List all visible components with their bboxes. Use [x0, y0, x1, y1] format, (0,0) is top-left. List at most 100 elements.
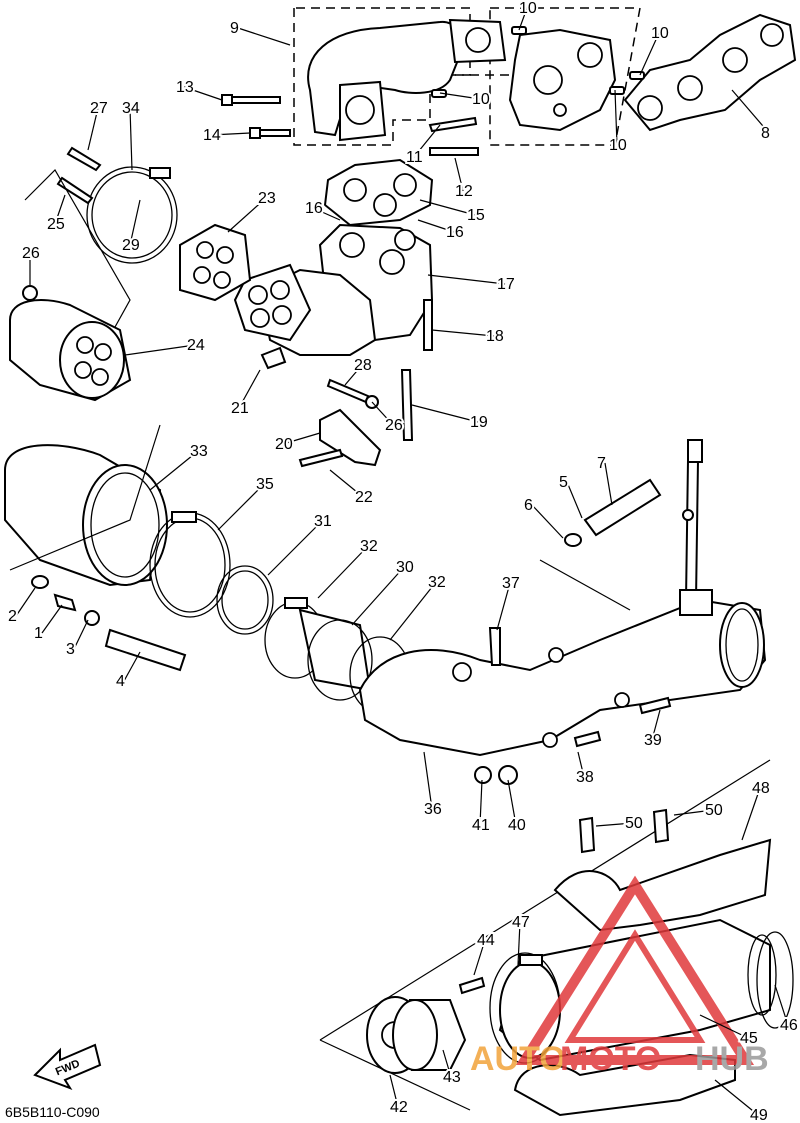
leader-line-c33 — [149, 450, 199, 491]
callout-c39: 39 — [644, 732, 662, 749]
leader-line-c39 — [651, 709, 661, 741]
leader-line-c40 — [507, 779, 517, 826]
sensor-hose — [564, 439, 713, 616]
leader-line-c34 — [129, 107, 133, 171]
leader-line-c13 — [183, 86, 223, 101]
leader-line-c48 — [741, 787, 761, 841]
callout-c5: 5 — [559, 474, 568, 491]
gasket-15 — [323, 158, 434, 227]
leader-line-c10d — [614, 89, 618, 146]
callout-c10b: 10 — [651, 25, 669, 42]
leader-line-c46 — [774, 984, 789, 1026]
callout-c40: 40 — [508, 817, 526, 834]
leader-line-c9 — [237, 27, 291, 46]
callout-c28: 28 — [354, 357, 372, 374]
exhaust-pipe-36 — [358, 559, 767, 757]
leader-line-c16a — [312, 207, 341, 221]
leader-line-c15 — [419, 199, 476, 216]
leader-line-c26b — [371, 401, 394, 426]
leader-line-c23 — [227, 197, 267, 233]
callout-c2: 2 — [8, 608, 17, 625]
callout-c50b: 50 — [705, 802, 723, 819]
leader-line-c10a — [518, 7, 528, 31]
gasket-23 — [179, 223, 252, 302]
bolts-lower — [474, 627, 672, 785]
watermark-moto: MOTO — [560, 1040, 661, 1078]
callout-c36: 36 — [424, 801, 442, 818]
callout-c20: 20 — [275, 436, 293, 453]
callout-c6: 6 — [524, 497, 533, 514]
exhaust-elbow — [233, 263, 377, 356]
callout-c21: 21 — [231, 400, 249, 417]
leader-line-c50a — [595, 822, 634, 827]
leader-line-c49 — [714, 1079, 759, 1116]
bolts-upper — [221, 26, 645, 156]
callout-c35: 35 — [256, 476, 274, 493]
callout-c16b: 16 — [446, 224, 464, 241]
callout-c27: 27 — [90, 100, 108, 117]
leader-line-c21 — [238, 369, 261, 409]
leader-line-c12 — [454, 157, 464, 192]
callout-c31: 31 — [314, 513, 332, 530]
leader-line-c20 — [282, 432, 321, 445]
leader-line-c7 — [604, 462, 613, 506]
leader-line-c31 — [267, 520, 323, 576]
callout-c45: 45 — [740, 1030, 758, 1047]
callout-c13: 13 — [176, 79, 194, 96]
callout-c50a: 50 — [625, 815, 643, 832]
callout-c32a: 32 — [360, 538, 378, 555]
callout-c49: 49 — [750, 1107, 768, 1123]
leader-line-c6 — [531, 504, 564, 539]
callout-c25: 25 — [47, 216, 65, 233]
exhaust-manifold-9 — [307, 18, 507, 142]
leader-line-c32a — [317, 545, 369, 599]
callout-c14: 14 — [203, 127, 221, 144]
callout-c47: 47 — [512, 914, 530, 931]
leader-line-c42 — [389, 1074, 399, 1108]
callout-c8: 8 — [761, 125, 770, 142]
callout-c17: 17 — [497, 276, 515, 293]
clamps-and-hoses — [149, 511, 411, 714]
callout-c48: 48 — [752, 780, 770, 797]
callout-c1: 1 — [34, 625, 43, 642]
callout-c10a: 10 — [519, 0, 537, 17]
callout-c4: 4 — [116, 673, 125, 690]
callout-c37: 37 — [502, 575, 520, 592]
bracket-20 — [260, 299, 433, 468]
leader-line-c3 — [73, 619, 89, 650]
callout-c10c: 10 — [472, 91, 490, 108]
forward-direction-arrow: FWD — [33, 1043, 102, 1090]
leader-line-c8 — [731, 89, 770, 134]
callout-c38: 38 — [576, 769, 594, 786]
leader-line-c41 — [479, 779, 483, 826]
callout-c12: 12 — [455, 183, 473, 200]
callout-c16a: 16 — [305, 200, 323, 217]
leader-line-c36 — [423, 751, 433, 810]
callout-c19: 19 — [470, 414, 488, 431]
leader-line-c29 — [129, 199, 141, 246]
callout-c10d: 10 — [609, 137, 627, 154]
callout-c41: 41 — [472, 817, 490, 834]
callout-c46: 46 — [780, 1017, 798, 1034]
leader-line-c19 — [411, 404, 479, 423]
callout-labels: 1234567891010101011121314151616171819202… — [6, 0, 800, 1123]
callout-c44: 44 — [477, 932, 495, 949]
callout-c34: 34 — [122, 100, 140, 117]
leader-line-c45 — [699, 1014, 749, 1039]
callout-c26a: 26 — [22, 245, 40, 262]
heat-shield-49 — [513, 1053, 736, 1117]
callout-c3: 3 — [66, 641, 75, 658]
flange-42-43 — [366, 976, 486, 1074]
leader-line-c2 — [15, 587, 36, 617]
leader-line-c18 — [431, 329, 495, 337]
watermark-hub: HUB — [695, 1040, 769, 1078]
callout-c43: 43 — [443, 1069, 461, 1086]
callout-c9: 9 — [230, 20, 239, 37]
callout-c23: 23 — [258, 190, 276, 207]
leader-line-c47 — [517, 921, 521, 966]
clamp-ring-34 — [86, 166, 178, 264]
callout-c42: 42 — [390, 1099, 408, 1116]
leader-line-c32b — [389, 581, 437, 641]
lower-section-outline — [319, 759, 771, 1111]
